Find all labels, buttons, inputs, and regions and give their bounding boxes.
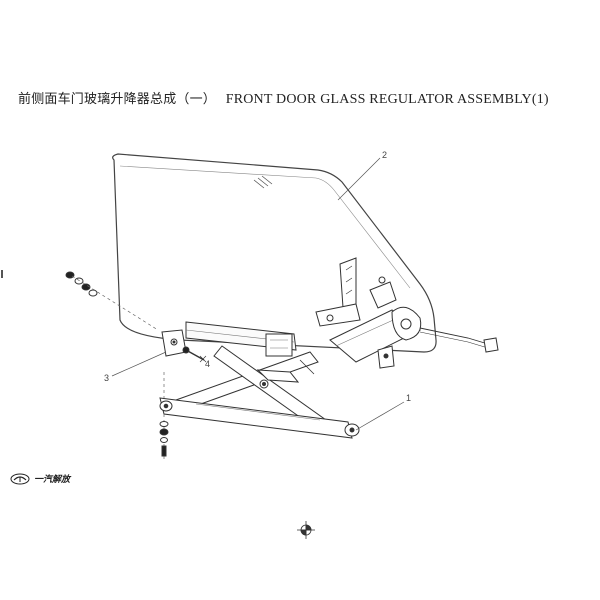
door-glass-edge bbox=[119, 165, 411, 289]
motor-wire-harness bbox=[419, 327, 499, 353]
callout-leader-3 bbox=[111, 351, 167, 377]
door-glass bbox=[112, 153, 437, 353]
rail-end-clip bbox=[265, 333, 293, 357]
page-title: 前侧面车门玻璃升降器总成（一） FRONT DOOR GLASS REGULAT… bbox=[18, 88, 549, 108]
callout-4: 4 bbox=[205, 359, 210, 369]
glass-glare-mark bbox=[253, 175, 273, 189]
brand-mark: 一汽解放 bbox=[10, 472, 70, 485]
callout-leader-2 bbox=[337, 157, 381, 201]
callout-leader-1 bbox=[355, 401, 405, 431]
window-motor bbox=[377, 306, 422, 369]
registration-mark-icon bbox=[297, 521, 315, 539]
lower-fastener-stack bbox=[159, 372, 169, 460]
callout-2: 2 bbox=[382, 150, 387, 160]
brand-text: 一汽解放 bbox=[34, 475, 71, 485]
faw-logo-icon bbox=[10, 473, 30, 484]
upper-fastener-stack bbox=[65, 271, 159, 331]
title-english: FRONT DOOR GLASS REGULATOR ASSEMBLY(1) bbox=[225, 92, 549, 107]
edge-tick bbox=[1, 270, 3, 278]
callout-3: 3 bbox=[104, 373, 109, 383]
regulator-base-plate bbox=[159, 397, 360, 439]
callout-1: 1 bbox=[406, 393, 411, 403]
bolt-part-4 bbox=[182, 346, 207, 363]
title-chinese: 前侧面车门玻璃升降器总成（一） bbox=[18, 92, 217, 107]
